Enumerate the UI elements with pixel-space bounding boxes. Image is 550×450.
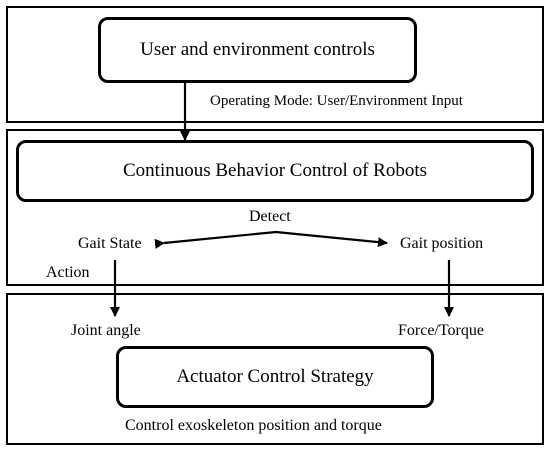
gait-position-label: Gait position xyxy=(400,235,484,252)
action-label: Action xyxy=(46,264,90,281)
input-panel xyxy=(6,6,544,123)
joint-angle-label: Joint angle xyxy=(71,322,141,339)
detect-label: Detect xyxy=(249,208,291,225)
actuator-panel xyxy=(6,293,544,445)
input-panel-note: Operating Mode: User/Environment Input xyxy=(210,93,463,109)
detect-double-arrow xyxy=(154,230,388,249)
gait-state-label: Gait State xyxy=(78,235,142,252)
node-user-env-controls: User and environment controls xyxy=(98,17,417,83)
node-continuous-behavior: Continuous Behavior Control of Robots xyxy=(16,140,534,202)
force-torque-label: Force/Torque xyxy=(398,322,484,339)
actuator-panel-note: Control exoskeleton position and torque xyxy=(125,417,382,434)
control-panel xyxy=(6,129,544,286)
node-actuator-strategy: Actuator Control Strategy xyxy=(116,346,434,408)
